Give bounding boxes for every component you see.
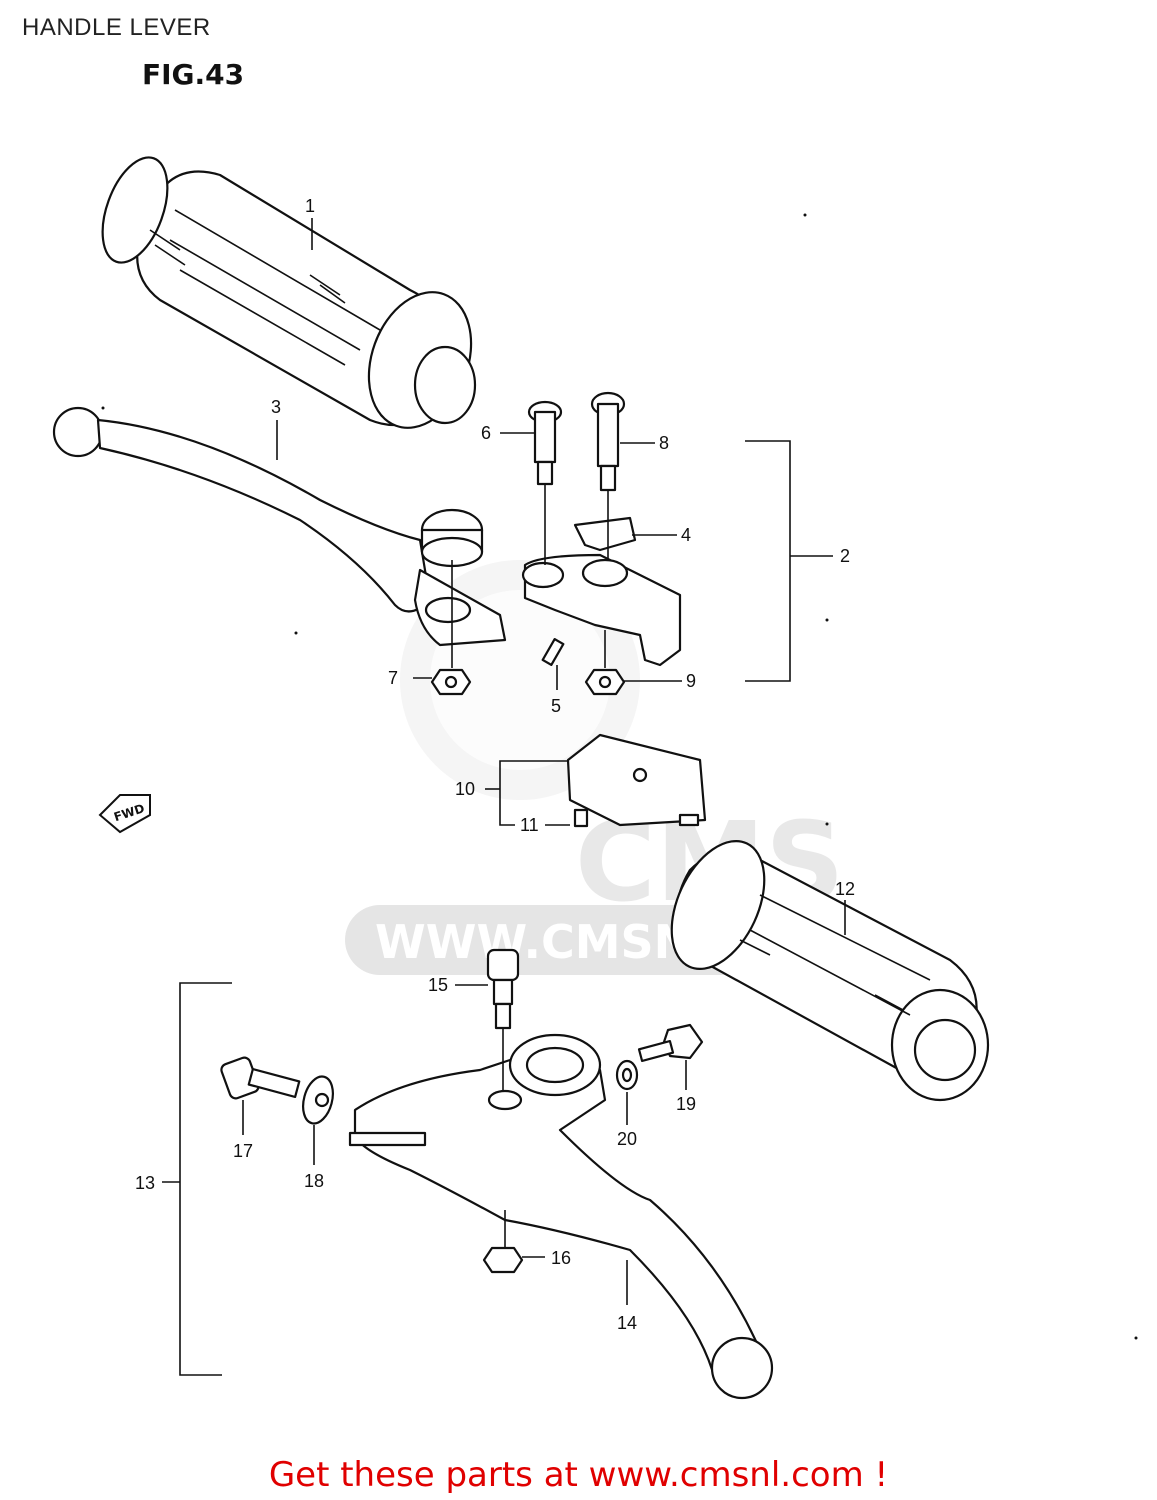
callout-16: 16	[551, 1248, 571, 1268]
callout-17: 17	[233, 1141, 253, 1161]
screw-5	[541, 638, 565, 666]
callout-18: 18	[304, 1171, 324, 1191]
lever-upper	[52, 406, 507, 647]
callout-10: 10	[455, 779, 475, 799]
page-title: HANDLE LEVER	[22, 14, 211, 41]
callout-1: 1	[305, 196, 315, 216]
parts-diagram: CMS WWW.CMSNL.COM	[52, 156, 1138, 1400]
footer-banner[interactable]: Get these parts at www.cmsnl.com !	[268, 1455, 889, 1495]
callout-4: 4	[681, 525, 691, 545]
bolt-8	[590, 391, 626, 492]
callout-15: 15	[428, 975, 448, 995]
nut-16	[482, 1246, 524, 1274]
adjuster-17	[220, 1056, 301, 1100]
callout-19: 19	[676, 1094, 696, 1114]
callout-3: 3	[271, 397, 281, 417]
callout-20: 20	[617, 1129, 637, 1149]
callout-12: 12	[835, 879, 855, 899]
callout-13: 13	[135, 1173, 155, 1193]
callout-8: 8	[659, 433, 669, 453]
callout-11: 11	[520, 815, 539, 835]
leader-lines	[162, 218, 846, 1376]
callout-7: 7	[388, 668, 398, 688]
nut-7	[430, 668, 472, 696]
lever-holder	[521, 516, 682, 667]
figure-label: FIG.43	[142, 58, 245, 91]
lever-lower	[348, 1033, 774, 1400]
callout-numbers: 1 2 3 4 5 6 7 8 9 10 11 12 13 14 15 16 1…	[135, 196, 855, 1333]
callout-9: 9	[686, 671, 696, 691]
bolt-19	[637, 1023, 704, 1063]
bolt-15	[486, 948, 520, 1030]
scan-specks	[101, 213, 1138, 1340]
fwd-arrow-icon: FWD	[98, 794, 151, 834]
washer-20	[615, 1059, 639, 1091]
bolt-6	[527, 400, 563, 486]
callout-5: 5	[551, 696, 561, 716]
nut-9	[584, 668, 626, 696]
grip-left	[101, 156, 477, 429]
grip-right	[670, 839, 990, 1102]
locknut-18	[302, 1075, 334, 1125]
callout-2: 2	[840, 546, 850, 566]
switch-10	[566, 733, 707, 828]
callout-6: 6	[481, 423, 491, 443]
callout-14: 14	[617, 1313, 637, 1333]
